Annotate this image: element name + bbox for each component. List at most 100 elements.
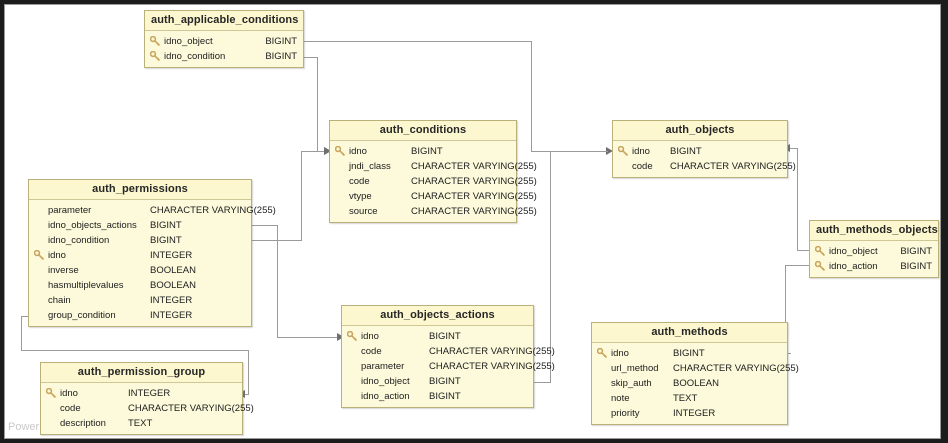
column-type: INTEGER — [150, 310, 193, 321]
column-name: jndi_class — [349, 161, 391, 172]
key-spacer — [33, 279, 48, 292]
table-row[interactable]: group_condition INTEGER — [29, 308, 251, 323]
table-row[interactable]: idno_objects_actions BIGINT — [29, 218, 251, 233]
wire-objact-object-h2 — [550, 151, 608, 152]
key-spacer — [334, 190, 349, 203]
table-row[interactable]: code CHARACTER VARYING(255) — [41, 401, 254, 416]
column-name: code — [361, 346, 382, 357]
key-spacer — [596, 407, 611, 420]
wire-mo-action-h2 — [785, 353, 791, 354]
column-type: BIGINT — [265, 51, 297, 62]
table-auth-permission-group[interactable]: auth_permission_group idno INTEGER code … — [40, 362, 254, 435]
table-row[interactable]: chain INTEGER — [29, 293, 251, 308]
column-type: BOOLEAN — [673, 378, 719, 389]
table-row[interactable]: idno INTEGER — [29, 248, 251, 263]
column-type: INTEGER — [150, 295, 193, 306]
column-name: idno_action — [829, 261, 878, 272]
column-name: source — [349, 206, 378, 217]
table-row[interactable]: jndi_class CHARACTER VARYING(255) — [330, 159, 537, 174]
table-row[interactable]: code CHARACTER VARYING(255) — [342, 344, 555, 359]
table-row[interactable]: note TEXT — [592, 391, 787, 406]
column-name: skip_auth — [611, 378, 652, 389]
key-spacer — [33, 309, 48, 322]
column-name: idno_object — [164, 36, 213, 47]
table-row[interactable]: idno_action BIGINT — [342, 389, 533, 404]
column-name: idno_condition — [164, 51, 226, 62]
wire-aac-object-h1 — [304, 41, 532, 42]
wire-mo-object-h1 — [797, 250, 809, 251]
table-row[interactable]: description TEXT — [41, 416, 242, 431]
table-auth-methods[interactable]: auth_methods idno BIGINT url_method CHAR… — [591, 322, 799, 425]
wire-objact-object-v1 — [550, 151, 551, 383]
table-row[interactable]: parameter CHARACTER VARYING(255) — [342, 359, 555, 374]
wire-mo-action-v1 — [785, 265, 786, 353]
table-row[interactable]: idno_condition BIGINT — [29, 233, 251, 248]
primary-key-icon — [346, 330, 361, 343]
table-row[interactable]: idno_object BIGINT — [342, 374, 533, 389]
table-row[interactable]: idno_condition BIGINT — [145, 49, 303, 64]
key-spacer — [33, 219, 48, 232]
table-row[interactable]: hasmultiplevalues BOOLEAN — [29, 278, 251, 293]
column-name: code — [349, 176, 370, 187]
column-type: BIGINT — [411, 146, 443, 157]
column-name: idno — [361, 331, 379, 342]
watermark-text: Power — [8, 421, 40, 433]
table-title: auth_conditions — [330, 121, 516, 141]
table-columns: idno_object BIGINT idno_condition BIGINT — [145, 31, 303, 67]
table-auth-objects-actions[interactable]: auth_objects_actions idno BIGINT code CH… — [341, 305, 555, 408]
frame-left — [0, 0, 4, 443]
table-auth-objects[interactable]: auth_objects idno BIGINT code CHARACTER … — [612, 120, 796, 178]
wire-perm-cond-h2 — [301, 151, 329, 152]
column-type: INTEGER — [128, 388, 171, 399]
table-row[interactable]: vtype CHARACTER VARYING(255) — [330, 189, 537, 204]
column-type: BIGINT — [670, 146, 702, 157]
column-name: note — [611, 393, 630, 404]
column-name: idno_objects_actions — [48, 220, 137, 231]
table-row[interactable]: idno_object BIGINT — [810, 244, 938, 259]
wire-objact-object-h1 — [534, 382, 551, 383]
table-title: auth_applicable_conditions — [145, 11, 303, 31]
key-spacer — [33, 204, 48, 217]
table-row[interactable]: code CHARACTER VARYING(255) — [613, 159, 796, 174]
table-auth-conditions[interactable]: auth_conditions idno BIGINT jndi_class C… — [329, 120, 537, 223]
table-row[interactable]: source CHARACTER VARYING(255) — [330, 204, 537, 219]
key-spacer — [596, 377, 611, 390]
table-title: auth_permission_group — [41, 363, 242, 383]
table-row[interactable]: idno BIGINT — [330, 144, 516, 159]
column-type: BIGINT — [900, 246, 932, 257]
arrowhead-perm-cond — [324, 147, 331, 155]
table-row[interactable]: idno BIGINT — [592, 346, 787, 361]
column-type: BIGINT — [150, 235, 182, 246]
table-row[interactable]: parameter CHARACTER VARYING(255) — [29, 203, 276, 218]
primary-key-icon — [617, 145, 632, 158]
column-type: CHARACTER VARYING(255) — [411, 206, 537, 217]
table-row[interactable]: code CHARACTER VARYING(255) — [330, 174, 537, 189]
column-name: code — [632, 161, 653, 172]
table-auth-permissions[interactable]: auth_permissions parameter CHARACTER VAR… — [28, 179, 276, 327]
column-name: parameter — [361, 361, 405, 372]
column-type: CHARACTER VARYING(255) — [128, 403, 254, 414]
column-type: INTEGER — [150, 250, 193, 261]
key-spacer — [33, 234, 48, 247]
table-columns: idno BIGINT code CHARACTER VARYING(255) — [613, 141, 796, 177]
table-auth-methods-objects[interactable]: auth_methods_objects idno_object BIGINT — [809, 220, 939, 278]
key-spacer — [33, 264, 48, 277]
table-row[interactable]: idno_object BIGINT — [145, 34, 303, 49]
table-row[interactable]: idno_action BIGINT — [810, 259, 938, 274]
primary-key-icon — [814, 260, 829, 273]
primary-key-icon — [596, 347, 611, 360]
table-row[interactable]: url_method CHARACTER VARYING(255) — [592, 361, 799, 376]
table-row[interactable]: idno INTEGER — [41, 386, 242, 401]
column-type: CHARACTER VARYING(255) — [150, 205, 276, 216]
table-row[interactable]: idno BIGINT — [613, 144, 787, 159]
table-title: auth_methods — [592, 323, 787, 343]
wire-perm-group-h3 — [244, 394, 249, 395]
table-row[interactable]: skip_auth BOOLEAN — [592, 376, 787, 391]
column-type: TEXT — [128, 418, 153, 429]
table-row[interactable]: idno BIGINT — [342, 329, 533, 344]
table-row[interactable]: priority INTEGER — [592, 406, 787, 421]
arrowhead-perm-objact — [337, 333, 344, 341]
table-auth-applicable-conditions[interactable]: auth_applicable_conditions idno_object B… — [144, 10, 304, 68]
table-row[interactable]: inverse BOOLEAN — [29, 263, 251, 278]
